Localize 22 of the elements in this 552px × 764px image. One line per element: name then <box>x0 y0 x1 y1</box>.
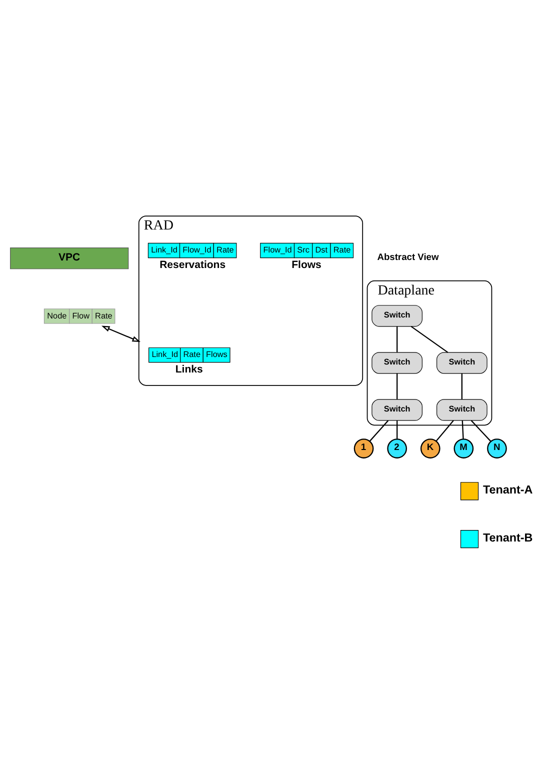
node-label: Links <box>175 363 203 376</box>
node-circle: 1 <box>354 438 374 458</box>
connector <box>436 420 454 441</box>
node-label: Flows <box>292 258 322 270</box>
label: Abstract View <box>377 252 439 262</box>
connector <box>396 372 398 399</box>
node-label: Reservations <box>160 258 226 270</box>
connector <box>410 325 448 352</box>
arrow <box>101 325 140 342</box>
node-box: VPC <box>10 247 129 269</box>
connector <box>396 326 398 352</box>
connector <box>462 420 464 439</box>
connector <box>369 420 389 441</box>
node-circle: M <box>454 438 474 458</box>
legend-label: Tenant-A <box>482 482 533 496</box>
node-circle: K <box>420 438 440 458</box>
connector <box>461 372 462 399</box>
legend-label: Tenant-B <box>482 530 533 544</box>
node-circle: N <box>487 438 507 458</box>
connector <box>396 420 398 439</box>
node-circle: 2 <box>387 438 407 458</box>
connector <box>470 420 492 442</box>
